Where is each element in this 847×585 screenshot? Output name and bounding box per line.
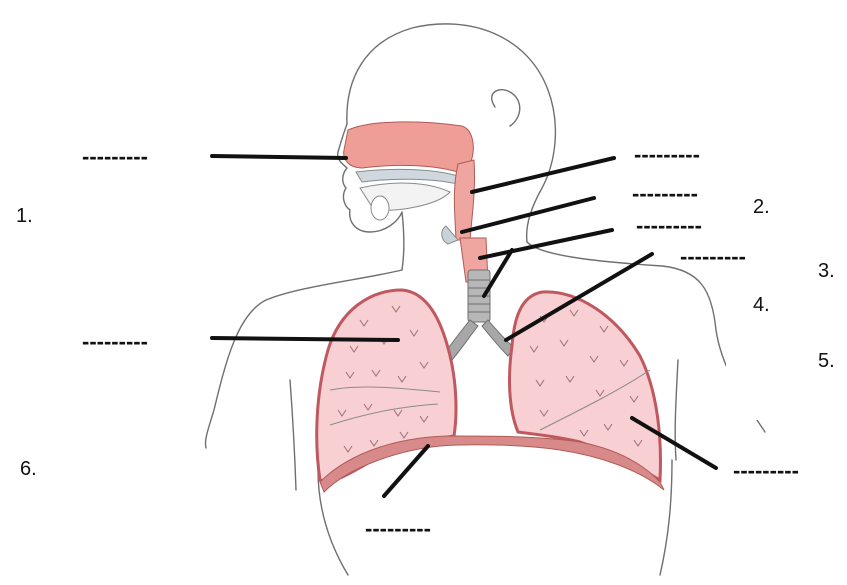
- trachea: [468, 270, 490, 322]
- answer-blank-larynx[interactable]: ---------: [632, 183, 698, 205]
- answer-blank-trachea[interactable]: ---------: [636, 215, 702, 237]
- answer-blank-bronchus[interactable]: ---------: [680, 246, 746, 268]
- lip: [371, 196, 389, 220]
- number-3: 3.: [818, 260, 835, 283]
- answer-blank-alveoli[interactable]: ---------: [733, 460, 799, 482]
- leader-nasal-cavity: [212, 156, 346, 158]
- number-5: 5.: [818, 350, 835, 373]
- answer-blank-lung[interactable]: ---------: [82, 331, 148, 353]
- palate: [356, 169, 458, 184]
- label-mask: [726, 325, 766, 420]
- number-4: 4.: [753, 294, 770, 317]
- bronchi: [444, 320, 514, 360]
- leader-lung: [212, 338, 398, 340]
- answer-blank-diaphragm[interactable]: ---------: [365, 518, 431, 540]
- number-2: 2.: [753, 196, 770, 219]
- left-arm-inner: [290, 380, 296, 490]
- number-6: 6.: [20, 458, 37, 481]
- leader-trachea-a: [480, 230, 612, 258]
- ear-outline: [492, 90, 520, 126]
- answer-blank-pharynx[interactable]: ---------: [634, 144, 700, 166]
- answer-blank-nasal[interactable]: ---------: [82, 146, 148, 168]
- nasal-cavity: [344, 122, 474, 172]
- right-body-side: [660, 460, 672, 575]
- number-1: 1.: [16, 205, 33, 228]
